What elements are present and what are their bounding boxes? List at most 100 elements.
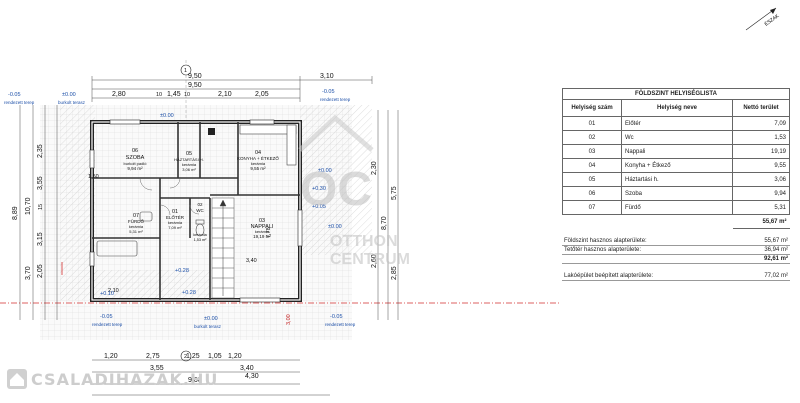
house-logo-icon	[7, 369, 27, 389]
axis-2-label: 2	[184, 354, 187, 360]
row-no: 01	[562, 116, 622, 131]
interior-walls	[92, 122, 300, 300]
site-paving	[40, 105, 372, 340]
room-06-no: 06	[132, 148, 138, 154]
dim-top-chain-3: 10	[184, 92, 190, 98]
axis-1-marker	[180, 64, 192, 76]
top-dimensions	[91, 76, 373, 102]
room-01-area: 7,09 m²	[168, 225, 182, 230]
attic-area-value: 36,94 m²	[764, 247, 788, 253]
dim-right-small-0: 2,30	[371, 161, 378, 175]
level-ground-r2: ±0.00	[328, 224, 342, 230]
dim-bottom-total: 9,60	[188, 377, 202, 384]
wm-line1: OTTHON	[330, 233, 398, 250]
wm-line2: CENTRUM	[330, 251, 410, 268]
dim-bottom-row2-1: 3,40	[240, 365, 254, 372]
row-name: Szoba	[621, 186, 733, 201]
dim-left-a-4: 2,05	[37, 264, 44, 278]
dim-right-2: 2,85	[391, 266, 398, 280]
note-paved-br: rendezett terep	[325, 322, 356, 327]
row-no: 05	[562, 172, 622, 187]
dim-right-small-1: 2,60	[371, 254, 378, 268]
row-area: 1,53	[732, 130, 790, 145]
room-06-floor: burkolt padló	[124, 161, 148, 166]
dim-top-right: 3,10	[320, 73, 334, 80]
row-name: Nappali	[621, 144, 733, 159]
level-p028b: +0.28	[182, 290, 196, 296]
level-p010: +0.10	[100, 291, 114, 297]
built-area-value: 77,02 m²	[764, 273, 788, 279]
schedule-title: FÖLDSZINT HELYISÉGLISTA	[562, 88, 790, 100]
level-step2: +0.05	[312, 204, 326, 210]
dim-top-chain-4: 2,10	[218, 91, 232, 98]
section-line	[0, 262, 560, 304]
row-area: 9,94	[732, 186, 790, 201]
logo-text: CSALADIHAZAK.HU	[31, 369, 219, 389]
axis-markers: 1 2	[180, 60, 192, 362]
dim-bottom-3: 1,05	[208, 353, 222, 360]
row-area: 7,09	[732, 116, 790, 131]
inner-dim-a: 3,40	[246, 258, 257, 264]
row-no: 03	[562, 144, 622, 159]
attic-area-label: Tetőtér hasznos alapterülete:	[564, 247, 642, 253]
bathroom-fixtures	[96, 211, 205, 257]
room-schedule: FÖLDSZINT HELYISÉGLISTA Helyiség szám He…	[562, 88, 790, 281]
note-paved-bl: rendezett terep	[92, 322, 123, 327]
dim-left-total: 8,89	[12, 206, 19, 220]
room-02-area: 1,53 m²	[194, 238, 208, 242]
level-m05-br: -0.05	[330, 314, 343, 320]
room-04-name: KONYHA + ÉTKEZŐ	[237, 155, 279, 161]
level-p028: +0.28	[175, 268, 189, 274]
level-ground-right: ±0.00	[318, 168, 332, 174]
dim-bottom-0: 1,20	[104, 353, 118, 360]
left-dimensions	[19, 105, 58, 320]
dim-bottom-row2-0: 3,55	[150, 365, 164, 372]
level-m005-bl: -0.05	[100, 314, 113, 320]
room-05-floor: kerámia	[182, 162, 197, 167]
dim-top-chain-0: 2,80	[112, 91, 126, 98]
room-02-no: 02	[197, 202, 203, 207]
staircase	[211, 197, 235, 299]
level-main: ±0.00	[160, 113, 174, 119]
note-terrace-b: burkolt terasz	[194, 324, 222, 329]
dim-top-outer: 9,50	[188, 73, 202, 80]
dim-left-b-1: 3,70	[25, 266, 32, 280]
row-name: Előtér	[621, 116, 733, 131]
otthon-centrum-watermark: OC OTTHON CENTRUM	[298, 114, 410, 268]
inner-dim-c: 2,10	[108, 288, 119, 294]
header-room-name: Helyiség neve	[621, 99, 733, 117]
header-net-area: Nettó terület	[732, 99, 790, 117]
row-name: Fürdő	[621, 200, 733, 215]
room-02-name: WC	[196, 208, 204, 213]
room-01-floor: kerámia	[168, 220, 183, 225]
dim-top-chain-5: 2,05	[255, 91, 269, 98]
room-04-no: 04	[255, 150, 261, 156]
row-name: Konyha + Étkező	[621, 158, 733, 173]
doors	[139, 177, 200, 216]
north-label: ÉSZAK	[763, 12, 781, 28]
row-name: Háztartási h.	[621, 172, 733, 187]
room-07-no: 07	[133, 213, 139, 219]
dim-right-0: 5,75	[391, 186, 398, 200]
row-area: 19,19	[732, 144, 790, 159]
floor-plan: 06 SZOBA burkolt padló 9,94 m² 05 HÁZTAR…	[0, 60, 560, 396]
dim-top-chain-1: 10	[156, 92, 162, 98]
level-ground-tl: ±0.00	[62, 92, 76, 98]
row-no: 04	[562, 158, 622, 173]
room-05-no: 05	[186, 151, 192, 157]
room-01-no: 01	[172, 209, 178, 215]
room-03-name: NAPPALI	[251, 224, 274, 230]
note-terrace-tl: burkolt terasz	[58, 100, 86, 105]
axis-2-marker	[180, 350, 192, 362]
room-01-name: ELŐTÉR	[166, 214, 185, 220]
level-markers: ±0.00 +0.30 +0.05 ±0.00 +0.28 +0.28 +0.1…	[4, 89, 356, 329]
north-arrow-icon: ÉSZAK	[745, 7, 781, 31]
room-schedule-table: FÖLDSZINT HELYISÉGLISTA Helyiség szám He…	[562, 88, 790, 229]
level-ground-b: ±0.00	[204, 316, 218, 322]
dim-bottom-1: 2,75	[146, 353, 160, 360]
dim-bottom-2: 1,25	[186, 353, 200, 360]
dim-left-b-0: 10,70	[25, 197, 32, 215]
